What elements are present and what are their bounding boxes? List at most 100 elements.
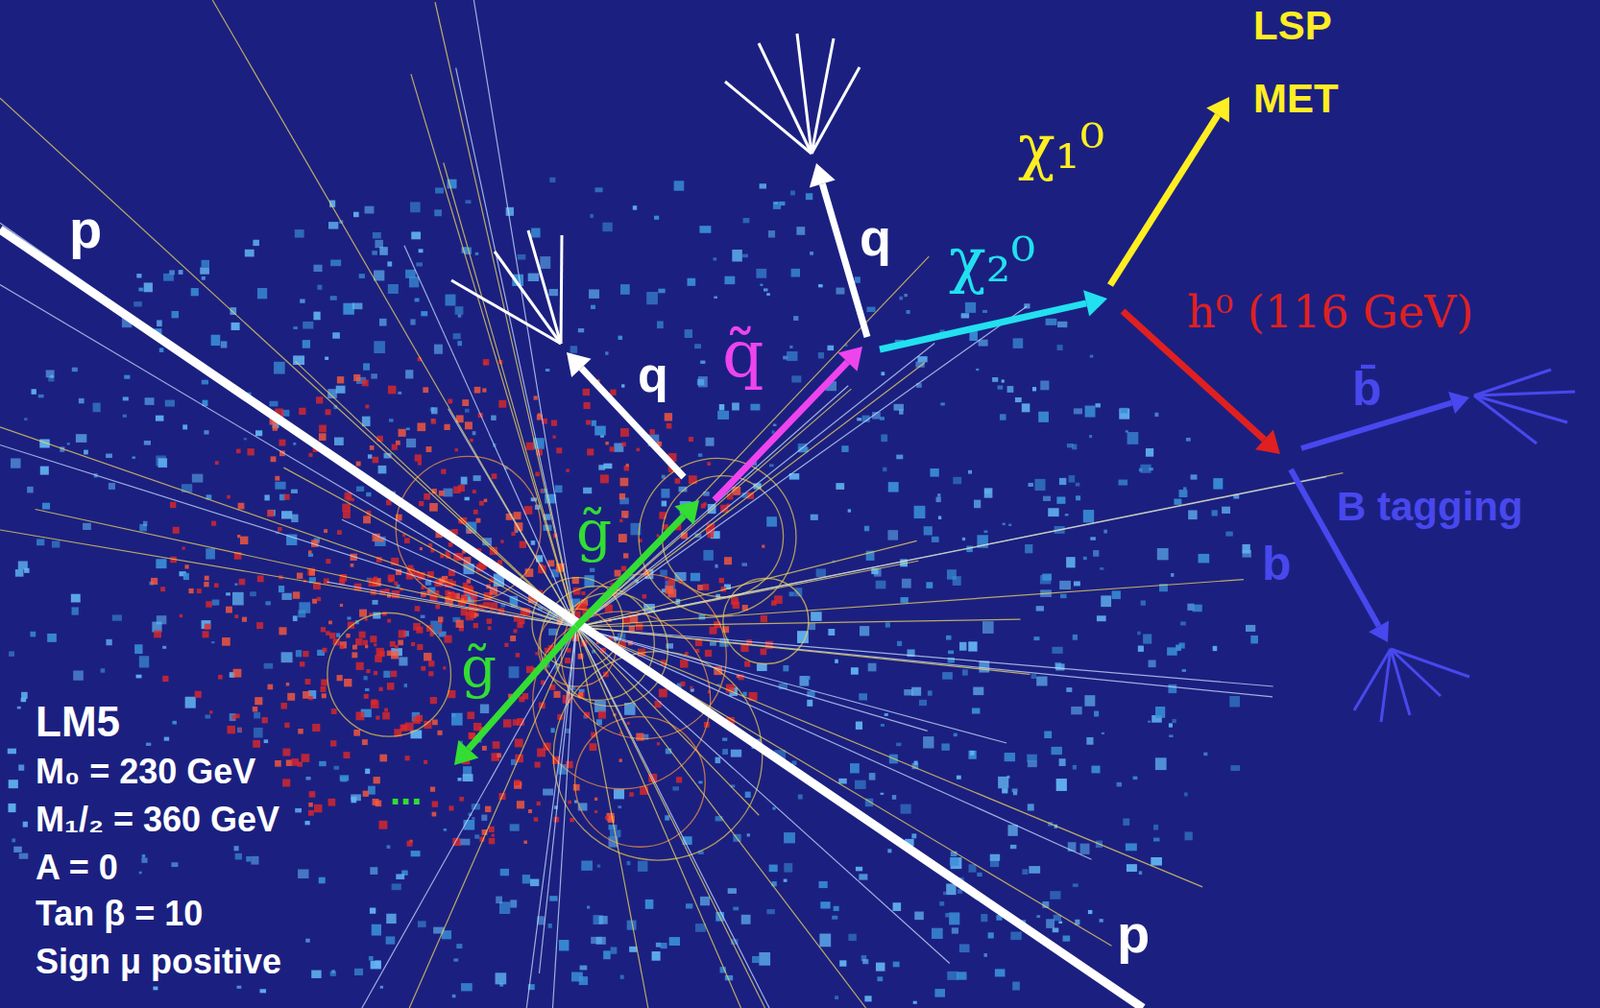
calorimeter-hit xyxy=(292,615,298,622)
calorimeter-hit xyxy=(1072,634,1078,641)
calorimeter-hit xyxy=(201,260,210,268)
energy-deposit xyxy=(387,682,395,691)
energy-deposit xyxy=(533,395,538,400)
calorimeter-hit xyxy=(949,857,959,867)
calorimeter-hit xyxy=(352,303,364,311)
energy-deposit xyxy=(450,593,457,600)
calorimeter-hit xyxy=(201,276,206,281)
energy-deposit xyxy=(237,534,241,538)
calorimeter-hit xyxy=(1057,344,1064,351)
calorimeter-hit xyxy=(495,972,508,985)
calorimeter-hit xyxy=(1221,507,1231,514)
calorimeter-hit xyxy=(894,404,904,412)
calorimeter-hit xyxy=(406,438,416,448)
calorimeter-hit xyxy=(727,888,737,895)
neutralino2-arrow xyxy=(879,303,1087,350)
calorimeter-hit xyxy=(1212,478,1223,490)
calorimeter-hit xyxy=(1212,646,1218,652)
calorimeter-hit xyxy=(868,663,877,673)
calorimeter-hit xyxy=(395,873,405,880)
calorimeter-hit xyxy=(850,667,859,675)
calorimeter-hit xyxy=(674,180,685,191)
charged-track xyxy=(341,519,577,628)
energy-deposit xyxy=(204,576,210,582)
calorimeter-hit xyxy=(13,847,23,853)
calorimeter-hit xyxy=(1187,509,1197,520)
calorimeter-hit xyxy=(122,396,129,401)
calorimeter-hit xyxy=(292,442,296,446)
calorimeter-hit xyxy=(72,671,84,681)
jet-line xyxy=(528,230,561,344)
energy-deposit xyxy=(621,442,626,447)
calorimeter-hit xyxy=(105,639,112,646)
calorimeter-hit xyxy=(950,857,963,870)
parameter-label: A = 0 xyxy=(35,848,119,888)
calorimeter-hit xyxy=(882,467,887,472)
calorimeter-hit xyxy=(417,921,427,928)
energy-deposit xyxy=(503,719,511,728)
calorimeter-hit xyxy=(51,540,60,548)
calorimeter-hit xyxy=(876,976,883,982)
calorimeter-hit xyxy=(443,828,447,832)
energy-deposit xyxy=(533,817,538,822)
calorimeter-hit xyxy=(1137,631,1140,636)
energy-deposit xyxy=(466,711,475,720)
calorimeter-hit xyxy=(862,959,869,965)
energy-deposit xyxy=(356,711,365,721)
calorimeter-hit xyxy=(418,248,424,253)
calorimeter-hit xyxy=(183,573,190,581)
calorimeter-hit xyxy=(21,698,27,703)
calorimeter-hit xyxy=(1028,866,1041,874)
calorimeter-hit xyxy=(380,986,384,990)
calorimeter-hit xyxy=(1075,495,1081,501)
calorimeter-hit xyxy=(281,510,292,519)
calorimeter-hit xyxy=(943,892,946,897)
energy-deposit xyxy=(378,821,388,830)
energy-deposit xyxy=(162,676,169,682)
energy-deposit xyxy=(318,425,327,434)
calorimeter-hit xyxy=(1036,915,1041,919)
energy-deposit xyxy=(761,545,765,549)
calorimeter-hit xyxy=(542,789,554,797)
calorimeter-hit xyxy=(867,307,876,313)
energy-deposit xyxy=(257,575,265,582)
calorimeter-hit xyxy=(334,437,344,446)
calorimeter-hit xyxy=(163,273,174,282)
calorimeter-hit xyxy=(962,537,966,541)
energy-deposit xyxy=(356,461,362,467)
energy-deposit xyxy=(312,724,320,732)
energy-deposit xyxy=(679,659,689,669)
energy-deposit xyxy=(182,546,186,550)
calorimeter-hit xyxy=(302,321,314,330)
energy-deposit xyxy=(569,818,574,823)
calorimeter-hit xyxy=(621,384,625,388)
calorimeter-hit xyxy=(252,240,260,246)
energy-deposit xyxy=(325,630,331,636)
calorimeter-hit xyxy=(24,568,30,574)
calorimeter-hit xyxy=(1047,508,1059,517)
calorimeter-hit xyxy=(1127,432,1140,445)
energy-deposit xyxy=(339,645,344,650)
calorimeter-hit xyxy=(1036,606,1044,611)
squark-label: q̃ xyxy=(722,318,765,391)
calorimeter-hit xyxy=(879,416,885,421)
energy-deposit xyxy=(353,729,361,737)
calorimeter-hit xyxy=(378,465,388,474)
calorimeter-hit xyxy=(972,687,984,697)
calorimeter-hit xyxy=(42,503,50,510)
calorimeter-hit xyxy=(171,721,176,726)
calorimeter-hit xyxy=(917,356,927,363)
energy-deposit xyxy=(308,453,313,458)
energy-deposit xyxy=(430,697,437,704)
energy-deposit xyxy=(582,402,590,410)
calorimeter-hit xyxy=(994,969,1006,977)
calorimeter-hit xyxy=(278,585,285,593)
energy-deposit xyxy=(153,630,162,639)
energy-deposit xyxy=(423,493,431,501)
calorimeter-hit xyxy=(1031,674,1038,679)
calorimeter-hit xyxy=(755,268,767,279)
calorimeter-hit xyxy=(848,509,851,512)
calorimeter-hit xyxy=(627,861,631,866)
calorimeter-hit xyxy=(333,766,340,771)
energy-deposit xyxy=(373,776,381,784)
